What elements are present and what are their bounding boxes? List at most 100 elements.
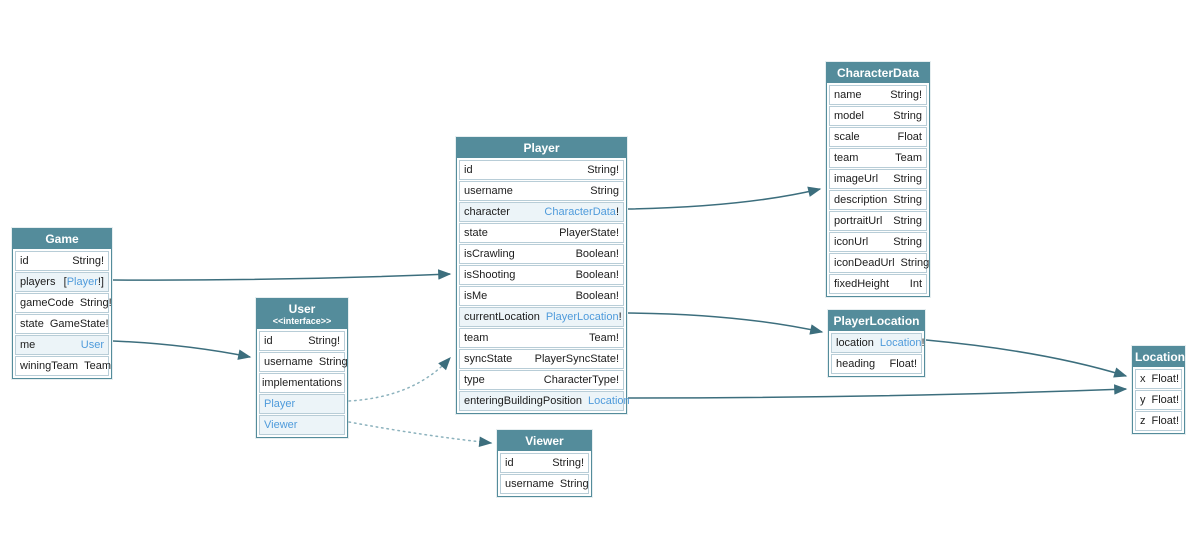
implementation-type-link[interactable]: Viewer [264,419,298,431]
field-row: isMe Boolean! [459,286,624,306]
field-type: String! [587,164,619,176]
field-row: heading Float! [831,354,922,374]
node-title-bar[interactable]: PlayerLocation [829,311,924,331]
node-title-bar[interactable]: User<<interface>> [257,299,347,329]
node-title: Player [523,141,560,155]
edge-game-players-to-player [112,269,452,281]
field-type: Float! [1151,373,1180,385]
node-subtitle: <<interface>> [272,316,332,326]
field-name: character [464,206,510,218]
type-punctuation: [ [63,276,67,288]
field-name: imageUrl [834,173,879,185]
field-type: String [893,110,922,122]
field-type: String [893,173,922,185]
field-name: state [20,318,44,330]
field-name: me [20,339,36,351]
type-link[interactable]: User [80,339,104,351]
node-title: Viewer [525,434,564,448]
edge-player-enteringbuildingposition-to-location [627,384,1128,399]
field-row: username String [259,352,348,372]
field-name: username [264,356,313,368]
node-title-bar[interactable]: CharacterData [827,63,929,83]
type-punctuation: ! [921,337,925,349]
field-type: Boolean! [575,248,619,260]
type-link[interactable]: CharacterData [544,206,616,218]
type-link[interactable]: Location [879,337,922,349]
node-title-bar[interactable]: Location [1133,347,1185,367]
node-title: CharacterData [836,66,920,80]
field-type: String [559,478,589,490]
field-name: state [464,227,488,239]
field-type: Location [588,395,630,407]
field-name: id [505,457,514,469]
field-type: String [893,194,922,206]
field-type: String [900,257,930,269]
field-name: iconDeadUrl [834,257,895,269]
field-name: scale [834,131,860,143]
edge-player-currentlocation-to-playerlocation [627,312,824,335]
field-type: CharacterType! [543,374,619,386]
type-link[interactable]: Player [66,276,98,288]
node-title-bar[interactable]: Game [13,229,111,249]
node-title-bar[interactable]: Player [457,138,626,158]
field-type: Boolean! [575,269,619,281]
field-name: winingTeam [20,360,79,372]
field-row: syncState PlayerSyncState! [459,349,624,369]
edge-playerlocation-location-to-location [925,339,1128,378]
type-link[interactable]: PlayerLocation [545,311,619,323]
field-row: Viewer [259,415,345,435]
field-type: Location! [880,337,925,349]
field-type: PlayerLocation! [546,311,622,323]
field-row: iconDeadUrl String [829,253,930,273]
section-row: implementations [259,373,345,393]
field-name: heading [836,358,876,370]
field-name: team [834,152,859,164]
field-type: Float! [1151,415,1180,427]
field-name: fixedHeight [834,278,890,290]
field-name: username [505,478,554,490]
type-link[interactable]: Location [588,395,630,407]
field-type: Team! [589,332,619,344]
field-type: Float! [889,358,917,370]
field-type: CharacterData! [544,206,619,218]
field-name: syncState [464,353,513,365]
field-row: Player [259,394,345,414]
field-name: id [464,164,473,176]
field-type: User [81,339,104,351]
type-punctuation: ! [618,311,622,323]
implementation-type-link[interactable]: Player [264,398,296,410]
field-name: y [1140,394,1146,406]
edge-player-character-to-characterdata [627,186,822,210]
field-name: isMe [464,290,488,302]
field-type: String! [308,335,340,347]
field-name: name [834,89,862,101]
node-title: Game [45,232,79,246]
node-title: Location [1135,350,1185,364]
field-type: Boolean! [575,290,619,302]
field-type: String [318,356,348,368]
node-title-bar[interactable]: Viewer [498,431,591,451]
field-type: PlayerSyncState! [534,353,619,365]
field-row: players[Player!] [15,272,109,292]
field-row: me User [15,335,109,355]
